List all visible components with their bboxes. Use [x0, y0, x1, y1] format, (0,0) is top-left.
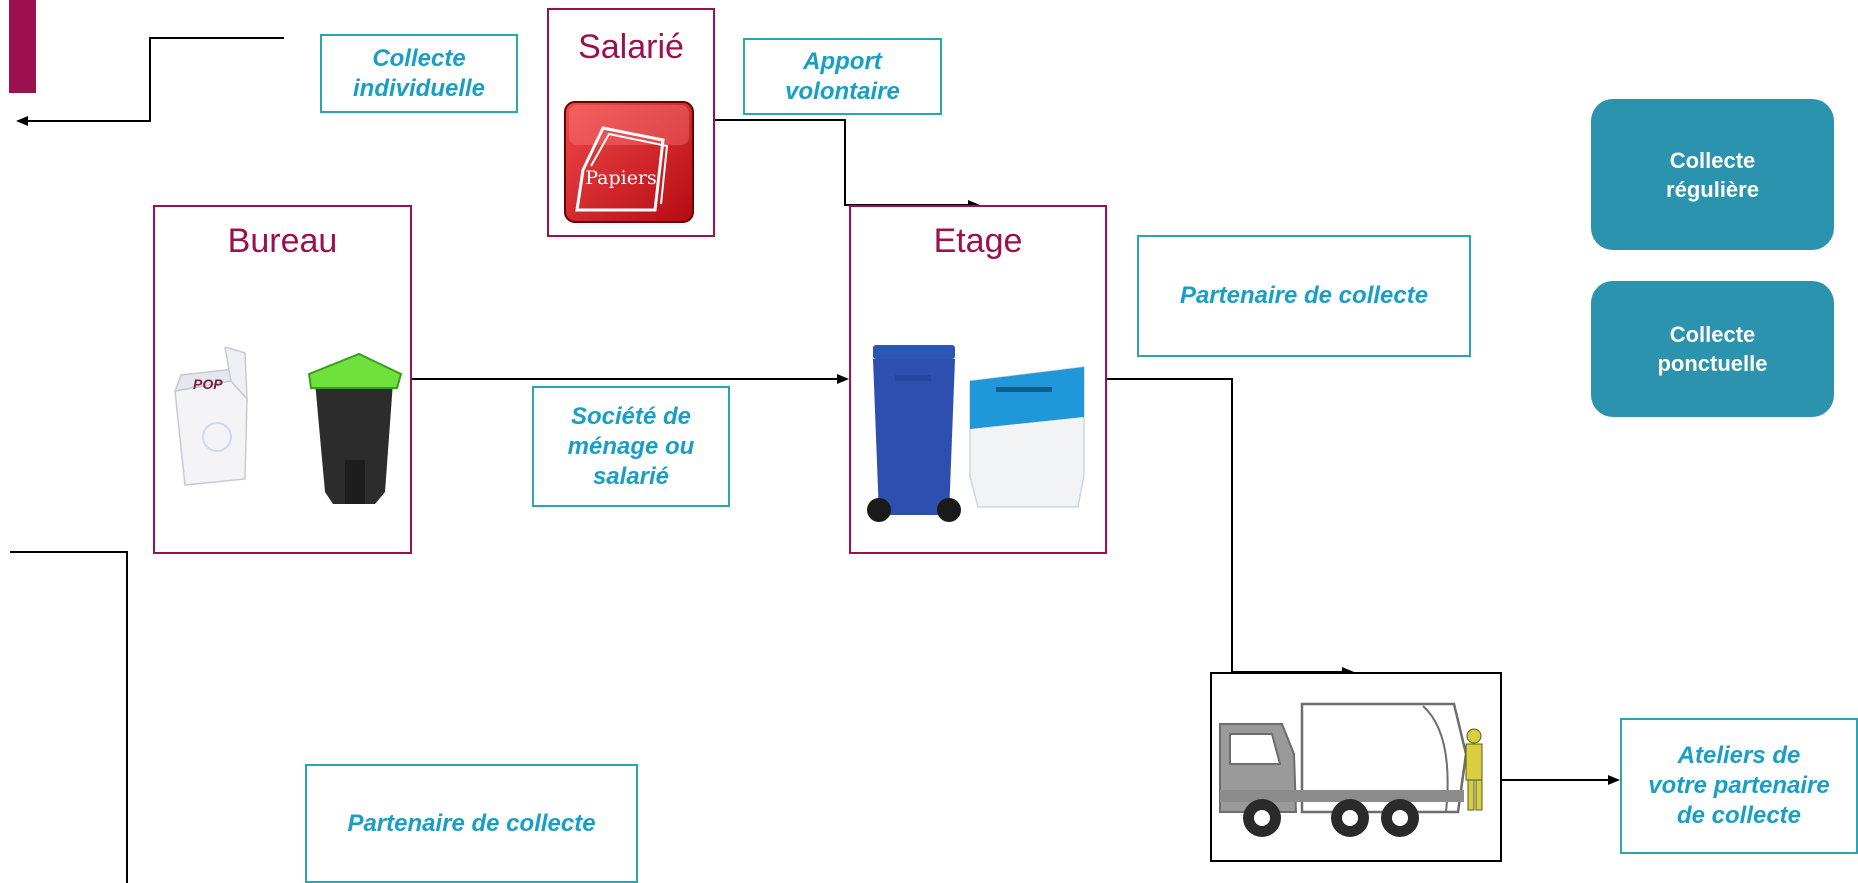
apport-volontaire-label: Apport volontaire	[743, 38, 942, 115]
green-lid-bin-icon	[307, 352, 403, 504]
paper-box-icon: POP	[173, 347, 248, 486]
paper-box-label: POP	[193, 376, 223, 392]
etage-node: Etage	[849, 205, 1107, 554]
legend-collecte-ponctuelle: Collecte ponctuelle	[1591, 281, 1834, 417]
blue-white-container-icon	[969, 366, 1085, 508]
legend-collecte-reguliere: Collecte régulière	[1591, 99, 1834, 250]
bureau-node: Bureau POP	[153, 205, 412, 554]
salarie-node: Salarié Papiers	[547, 8, 715, 237]
etage-title: Etage	[933, 222, 1023, 260]
papiers-icon: Papiers	[564, 101, 694, 223]
garbage-truck-box	[1210, 672, 1502, 862]
ateliers-partenaire-label: Ateliers de votre partenaire de collecte	[1620, 718, 1858, 854]
line-salarie-etage	[713, 119, 980, 210]
partenaire-collecte-top-label: Partenaire de collecte	[1137, 235, 1471, 357]
line-etage-truck	[1107, 378, 1354, 677]
line-collecte-individuelle	[16, 37, 284, 126]
bureau-title: Bureau	[227, 222, 338, 260]
accent-bar	[9, 0, 36, 93]
garbage-truck-icon	[1219, 702, 1483, 837]
societe-menage-label: Société de ménage ou salarié	[532, 386, 730, 507]
papiers-icon-label: Papiers	[585, 167, 657, 189]
line-left-return	[10, 551, 128, 883]
blue-wheelie-bin-icon	[867, 345, 961, 522]
salarie-title: Salarié	[578, 28, 684, 66]
partenaire-collecte-bottom-label: Partenaire de collecte	[305, 764, 638, 883]
collecte-individuelle-label: Collecte individuelle	[320, 34, 518, 113]
